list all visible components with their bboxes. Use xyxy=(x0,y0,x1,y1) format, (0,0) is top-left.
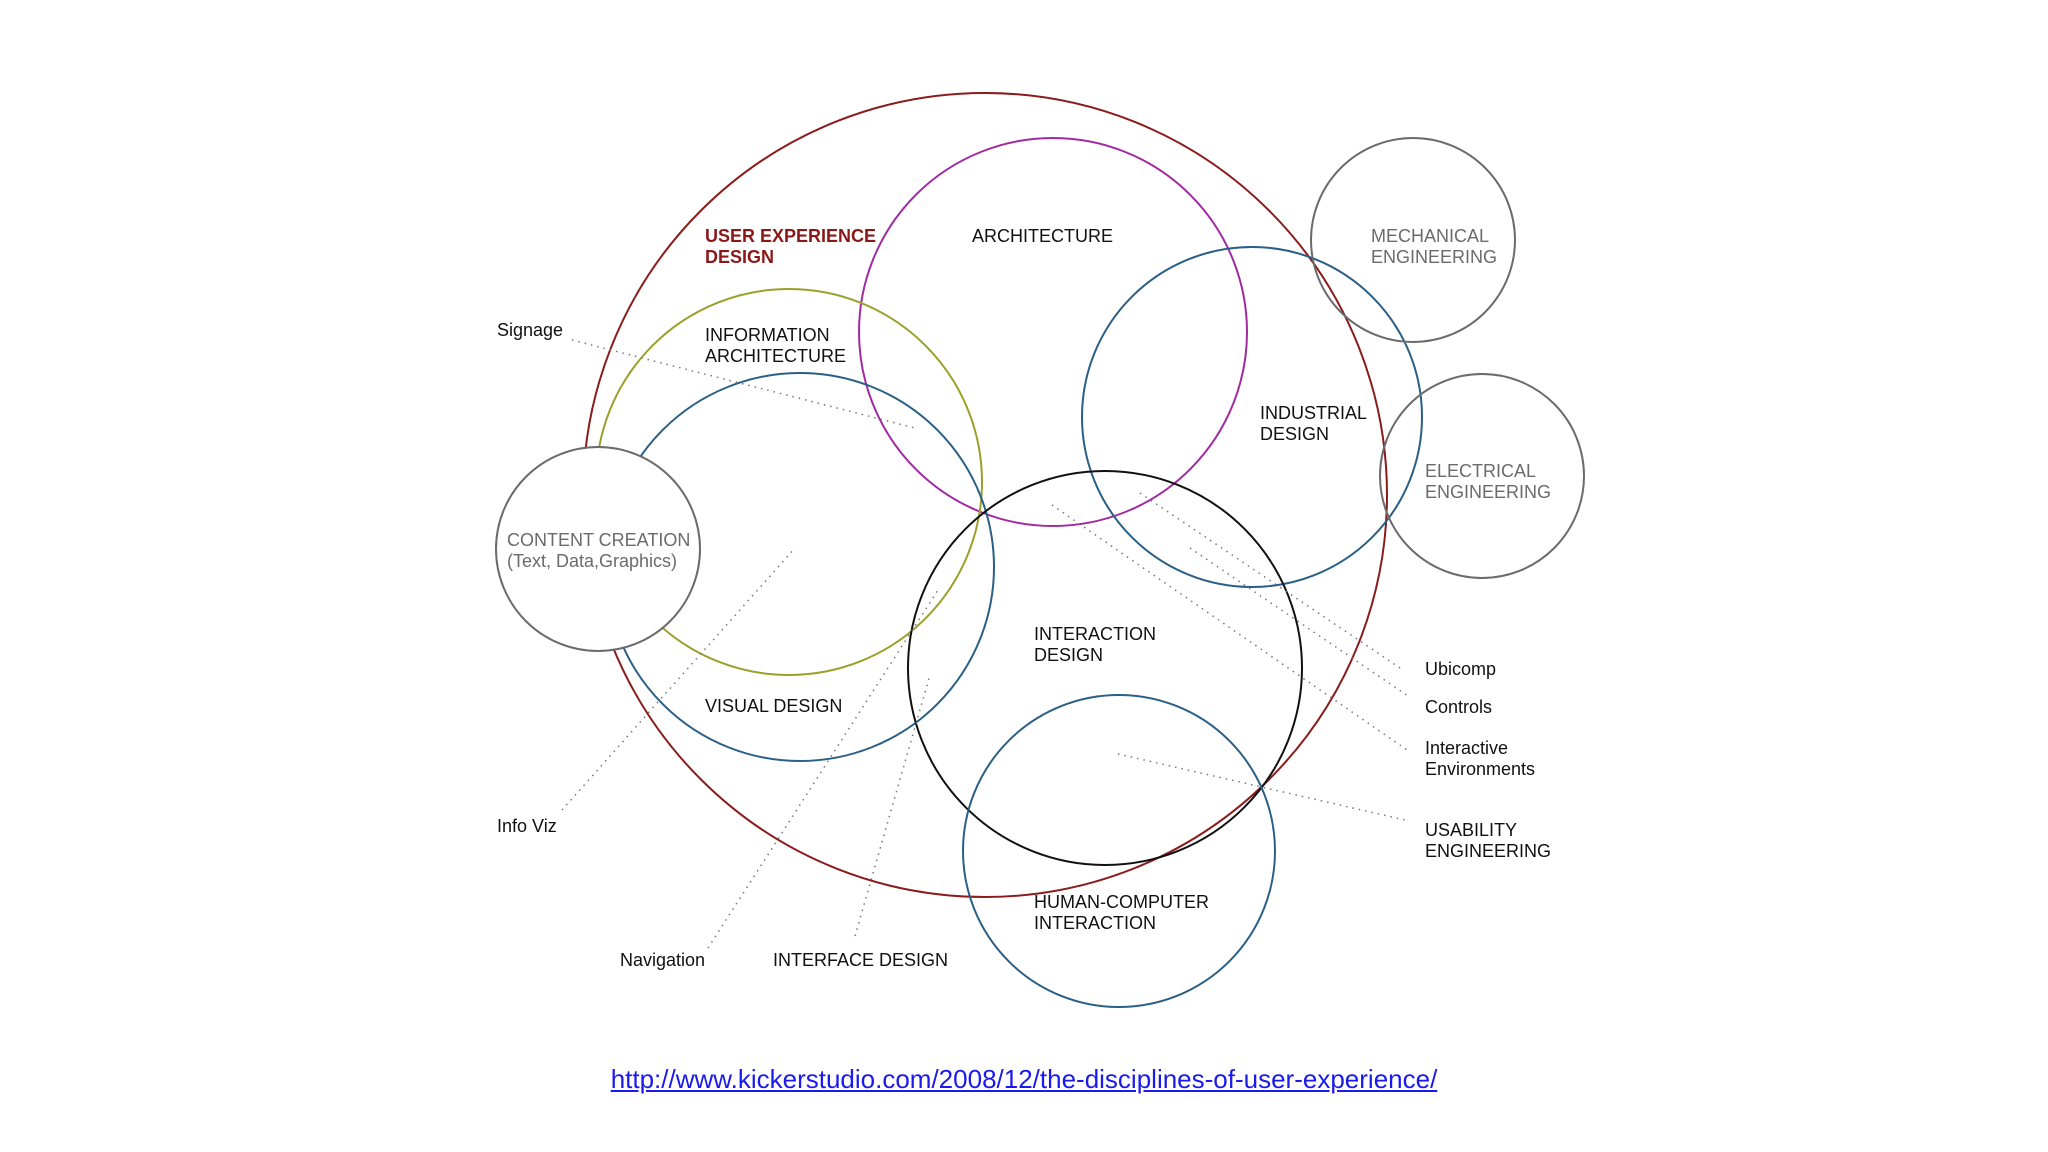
controls-label-line: Controls xyxy=(1425,697,1492,717)
navigation-label-line: Navigation xyxy=(620,950,705,970)
controls-leader xyxy=(1189,547,1409,697)
interactive-environments-label-line: Environments xyxy=(1425,759,1535,779)
visual-design-label: VISUAL DESIGN xyxy=(705,696,842,716)
mechanical-engineering-label-line: ENGINEERING xyxy=(1371,247,1497,267)
mechanical-engineering-circle xyxy=(1310,137,1516,343)
ux-design-circle xyxy=(582,92,1388,898)
architecture-circle xyxy=(858,137,1248,527)
information-architecture-label-line: ARCHITECTURE xyxy=(705,346,846,366)
industrial-design-circle xyxy=(1081,246,1423,588)
source-link[interactable]: http://www.kickerstudio.com/2008/12/the-… xyxy=(610,1064,1438,1094)
ubicomp-label-line: Ubicomp xyxy=(1425,659,1496,679)
information-architecture-label-line: INFORMATION xyxy=(705,325,830,345)
architecture-label-line: ARCHITECTURE xyxy=(972,226,1113,246)
signage-leader xyxy=(571,339,916,429)
mechanical-engineering-label-line: MECHANICAL xyxy=(1371,226,1489,246)
interface-design-label-line: INTERFACE DESIGN xyxy=(773,950,948,970)
interaction-design-label-line: INTERACTION xyxy=(1034,624,1156,644)
hci-label-line: INTERACTION xyxy=(1034,913,1156,933)
usability-engineering-label-line: ENGINEERING xyxy=(1425,841,1551,861)
navigation-leader xyxy=(707,589,939,949)
content-creation-circle xyxy=(495,446,701,652)
usability-engineering-label-line: USABILITY xyxy=(1425,820,1517,840)
content-creation-label-line: CONTENT CREATION xyxy=(507,530,690,550)
electrical-engineering-label-line: ELECTRICAL xyxy=(1425,461,1536,481)
ux-design-label-line: USER EXPERIENCE xyxy=(705,226,876,246)
industrial-design-label-line: INDUSTRIAL xyxy=(1260,403,1367,423)
hci-circle xyxy=(962,694,1276,1008)
ux-design-label-line: DESIGN xyxy=(705,247,774,267)
signage-label-line: Signage xyxy=(497,320,563,340)
industrial-design-label-line: DESIGN xyxy=(1260,424,1329,444)
interaction-design-label-line: DESIGN xyxy=(1034,645,1103,665)
visual-design-label-line: VISUAL DESIGN xyxy=(705,696,842,716)
electrical-engineering-circle xyxy=(1379,373,1585,579)
interactive-environments-leader xyxy=(1051,504,1411,753)
ubicomp-leader xyxy=(1139,492,1404,671)
signage-label: Signage xyxy=(497,320,563,340)
hci-label-line: HUMAN-COMPUTER xyxy=(1034,892,1209,912)
ubicomp-label: Ubicomp xyxy=(1425,659,1496,679)
info-viz-label: Info Viz xyxy=(497,816,557,836)
controls-label: Controls xyxy=(1425,697,1492,717)
interaction-design-circle xyxy=(907,470,1303,866)
architecture-label: ARCHITECTURE xyxy=(972,226,1113,246)
electrical-engineering-label-line: ENGINEERING xyxy=(1425,482,1551,502)
content-creation-label-line: (Text, Data,Graphics) xyxy=(507,551,677,571)
interface-design-label: INTERFACE DESIGN xyxy=(773,950,948,970)
info-viz-label-line: Info Viz xyxy=(497,816,557,836)
interface-design-leader xyxy=(854,674,931,937)
interactive-environments-label-line: Interactive xyxy=(1425,738,1508,758)
content-creation-label: CONTENT CREATION(Text, Data,Graphics) xyxy=(507,530,690,571)
navigation-label: Navigation xyxy=(620,950,705,970)
